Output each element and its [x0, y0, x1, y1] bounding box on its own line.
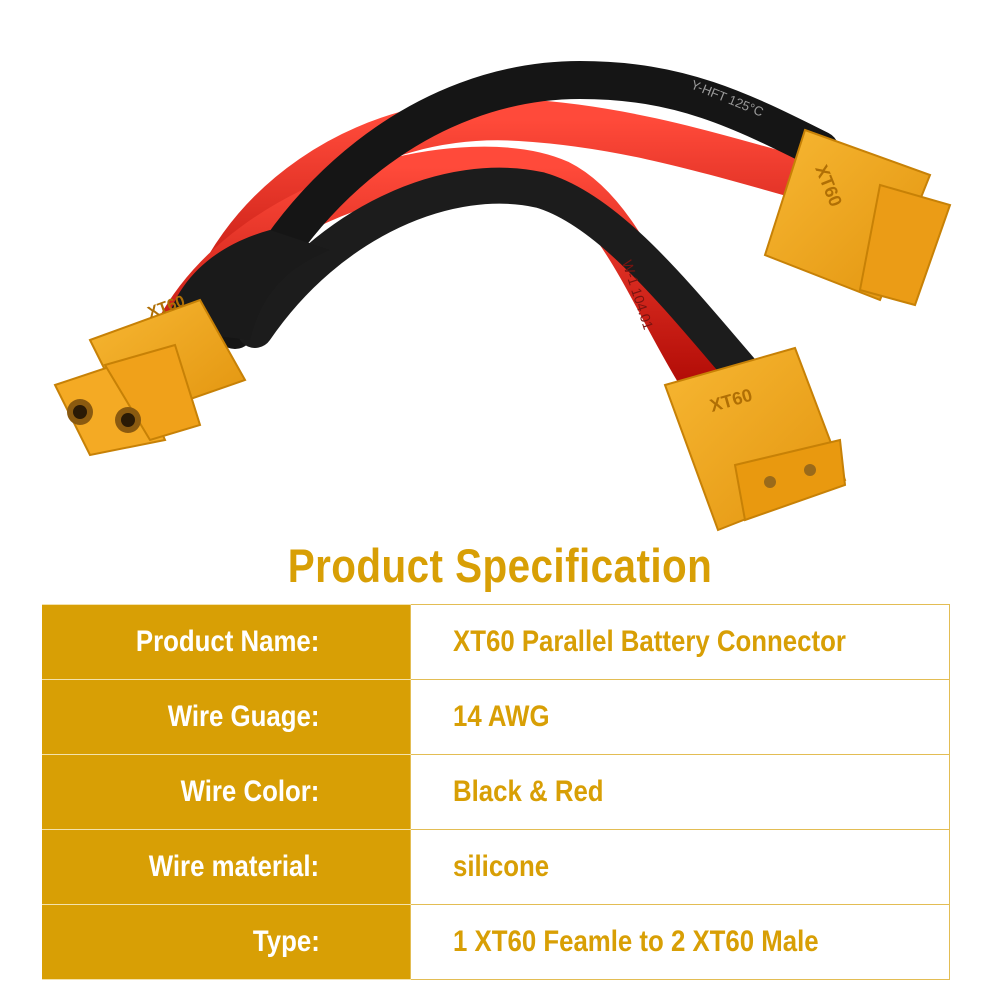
- product-photo: W-1 104.01 Y-HFT 125°C XT60 XT60 XT60: [53, 60, 952, 532]
- black-wire-upper: [216, 60, 839, 349]
- spec-value: 1 XT60 Feamle to 2 XT60 Male: [409, 904, 950, 980]
- spec-table-body: Product Name: XT60 Parallel Battery Conn…: [42, 604, 950, 980]
- spec-label-text: Type:: [252, 925, 320, 958]
- spec-value-text: Black & Red: [452, 775, 604, 808]
- spec-label: Product Name:: [42, 604, 410, 680]
- spec-label: Wire material:: [42, 829, 410, 905]
- spec-table: Product Name: XT60 Parallel Battery Conn…: [42, 604, 950, 980]
- spec-value: silicone: [409, 829, 950, 905]
- xt60-female-connector: XT60: [53, 293, 247, 457]
- male-pin-right: [804, 464, 816, 476]
- spec-row: Product Name: XT60 Parallel Battery Conn…: [42, 604, 950, 680]
- spec-label-text: Wire Color:: [180, 775, 320, 808]
- xt60-male-connector-upper: XT60: [763, 128, 952, 307]
- cable-assembly: [155, 60, 839, 400]
- spec-value-text: silicone: [452, 850, 549, 883]
- spec-label: Wire Guage:: [42, 679, 410, 755]
- spec-value-text: XT60 Parallel Battery Connector: [452, 625, 846, 658]
- spec-value: XT60 Parallel Battery Connector: [409, 604, 950, 680]
- spec-row: Wire Guage: 14 AWG: [42, 679, 950, 755]
- spec-value: Black & Red: [409, 754, 950, 830]
- spec-value-text: 1 XT60 Feamle to 2 XT60 Male: [452, 925, 819, 958]
- spec-row: Wire Color: Black & Red: [42, 754, 950, 830]
- spec-label-text: Wire material:: [149, 850, 320, 883]
- spec-row: Wire material: silicone: [42, 829, 950, 905]
- spec-value-text: 14 AWG: [452, 700, 550, 733]
- xt60-male-connector-lower: XT60: [663, 346, 847, 532]
- spec-label: Wire Color:: [42, 754, 410, 830]
- spec-label: Type:: [42, 904, 410, 980]
- male-pin-left: [764, 476, 776, 488]
- spec-label-text: Wire Guage:: [167, 700, 320, 733]
- spec-value: 14 AWG: [409, 679, 950, 755]
- spec-title: Product Specification: [287, 539, 713, 592]
- black-wire-lower: [237, 167, 763, 393]
- spec-row: Type: 1 XT60 Feamle to 2 XT60 Male: [42, 904, 950, 980]
- spec-label-text: Product Name:: [135, 625, 320, 658]
